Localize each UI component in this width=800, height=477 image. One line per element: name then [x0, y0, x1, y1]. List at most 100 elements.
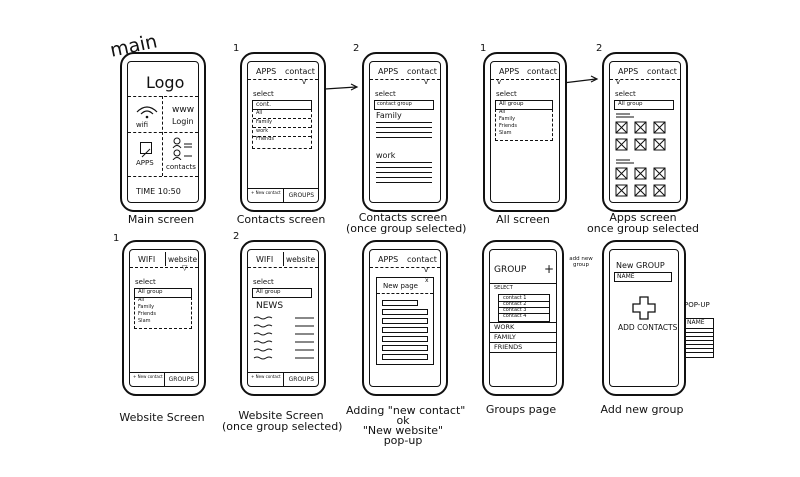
select-label: select: [375, 90, 396, 98]
tab-wifi[interactable]: WIFI: [138, 255, 156, 264]
tab-contacts[interactable]: contact: [647, 67, 677, 76]
caption-main: Main screen: [127, 213, 195, 226]
phone-website: WIFI website ▽ select All group All Fami…: [122, 240, 206, 396]
popup-name-label: NAME: [687, 319, 705, 326]
phone-website-selected: WIFI website select All group NEWS + New…: [240, 240, 326, 396]
screen-main: Logo wifi www Login APPS contacts TIME 1…: [127, 61, 199, 203]
close-icon[interactable]: x: [425, 277, 429, 284]
dropdown-option[interactable]: All: [256, 110, 263, 116]
dropdown-option[interactable]: Friends: [256, 136, 274, 142]
select-label: select: [135, 278, 156, 286]
chevron-down-icon[interactable]: ▽: [182, 264, 188, 272]
news-items: [253, 316, 314, 360]
group-heading-work: work: [376, 151, 396, 160]
group-friends[interactable]: FRIENDS: [494, 343, 523, 351]
contact-list: contact 1 contact 2 contact 3 contact 4: [498, 294, 550, 322]
popup-field[interactable]: [382, 309, 428, 315]
popup-field[interactable]: [382, 354, 428, 360]
screen-groups: GROUP + SELECT contact 1 contact 2 conta…: [489, 249, 557, 387]
time-label: TIME 10:50: [136, 187, 181, 196]
tab-apps[interactable]: APPS: [499, 67, 520, 76]
contacts-icon[interactable]: [172, 136, 194, 160]
dropdown-option[interactable]: Friends: [138, 311, 156, 317]
add-contacts-label[interactable]: ADD CONTACTS: [618, 323, 678, 332]
group-dropdown[interactable]: All group: [614, 100, 674, 110]
popup-field[interactable]: [382, 327, 428, 333]
add-group-button[interactable]: +: [544, 262, 555, 276]
dropdown-option[interactable]: Family: [499, 116, 516, 122]
tab-contacts[interactable]: contact: [285, 67, 315, 76]
apps-icon[interactable]: [140, 142, 152, 158]
new-contact-button[interactable]: + New contact: [251, 190, 281, 195]
bottom-bar: + New contact GROUPS: [248, 188, 318, 202]
tab-apps[interactable]: APPS: [256, 67, 277, 76]
popup-title: New page: [383, 282, 418, 290]
popup-name-panel: NAME: [684, 318, 714, 358]
dropdown-list: All Family Friends Slam: [495, 109, 553, 141]
www-label[interactable]: www: [172, 105, 195, 115]
tab-apps[interactable]: APPS: [618, 67, 639, 76]
popup-field[interactable]: [382, 300, 418, 306]
caption-website-selected: Website Screen (once group selected): [222, 409, 343, 433]
dropdown-option[interactable]: Family: [138, 304, 155, 310]
chevron-down-icon[interactable]: v: [497, 78, 502, 86]
popup-field[interactable]: [382, 336, 428, 342]
name-field[interactable]: NAME: [614, 272, 672, 282]
popup-field[interactable]: [382, 318, 428, 324]
dropdown-option[interactable]: All: [138, 297, 145, 303]
dropdown-option[interactable]: work: [256, 128, 269, 134]
step-number: 1: [480, 43, 487, 54]
select-label: select: [615, 90, 636, 98]
tab-website[interactable]: website: [168, 255, 198, 264]
contact-item[interactable]: contact 2: [503, 301, 527, 307]
phone-contacts-selected: APPS contact v select contact group Fami…: [362, 52, 448, 212]
screen-website: WIFI website ▽ select All group All Fami…: [129, 249, 199, 387]
dropdown-option[interactable]: Family: [256, 119, 273, 125]
tab-contacts[interactable]: contact: [407, 67, 437, 76]
dropdown-option[interactable]: Friends: [499, 123, 517, 129]
caption-apps: Apps screen once group selected: [587, 211, 699, 235]
group-work[interactable]: WORK: [494, 323, 515, 331]
select-label: select: [253, 90, 274, 98]
chevron-down-icon[interactable]: v: [424, 266, 429, 274]
step-number: 2: [596, 43, 603, 54]
phone-apps: APPS contact v select All group: [602, 52, 688, 212]
tab-wifi[interactable]: WIFI: [256, 255, 274, 264]
tab-apps[interactable]: APPS: [378, 67, 399, 76]
new-contact-button[interactable]: + New contact: [133, 374, 163, 379]
contact-item[interactable]: contact 3: [503, 307, 527, 313]
tab-apps[interactable]: APPS: [378, 255, 399, 264]
add-contacts-icon[interactable]: [632, 296, 656, 320]
wifi-icon[interactable]: [132, 100, 162, 120]
tab-contacts[interactable]: contact: [407, 255, 437, 264]
chevron-down-icon[interactable]: v: [424, 78, 429, 86]
group-dropdown[interactable]: All group: [252, 288, 312, 298]
caption-website: Website Screen: [119, 411, 205, 424]
dropdown-list: All Family Friends Slam: [134, 297, 192, 329]
tab-contacts[interactable]: contact: [527, 67, 557, 76]
dropdown-option[interactable]: Slam: [499, 130, 512, 136]
screen-new-group: New GROUP NAME ADD CONTACTS: [609, 249, 679, 387]
group-family[interactable]: FAMILY: [494, 333, 516, 341]
annotation-add-new-group: add new group: [569, 256, 593, 268]
new-contact-button[interactable]: + New contact: [251, 374, 281, 379]
phone-all: APPS contact v select All group All Fami…: [483, 52, 567, 212]
groups-button[interactable]: GROUPS: [288, 192, 314, 199]
select-label: SELECT: [494, 285, 513, 291]
apps-label: APPS: [136, 159, 154, 167]
chevron-down-icon[interactable]: v: [302, 78, 307, 86]
groups-button[interactable]: GROUPS: [168, 376, 194, 383]
dropdown-option[interactable]: All: [499, 109, 506, 115]
app-grid: [615, 113, 666, 197]
groups-button[interactable]: GROUPS: [288, 376, 314, 383]
dropdown-option[interactable]: Slam: [138, 318, 151, 324]
tab-website[interactable]: website: [286, 255, 316, 264]
popup-field[interactable]: [382, 345, 428, 351]
chevron-down-icon[interactable]: v: [616, 78, 621, 86]
login-label[interactable]: Login: [172, 117, 194, 126]
group-dropdown[interactable]: contact group: [374, 100, 434, 110]
contact-item[interactable]: contact 4: [503, 313, 527, 319]
bottom-bar: + New contact GROUPS: [248, 372, 318, 386]
wifi-label: wifi: [136, 121, 149, 129]
contact-item[interactable]: contact 1: [503, 295, 527, 301]
